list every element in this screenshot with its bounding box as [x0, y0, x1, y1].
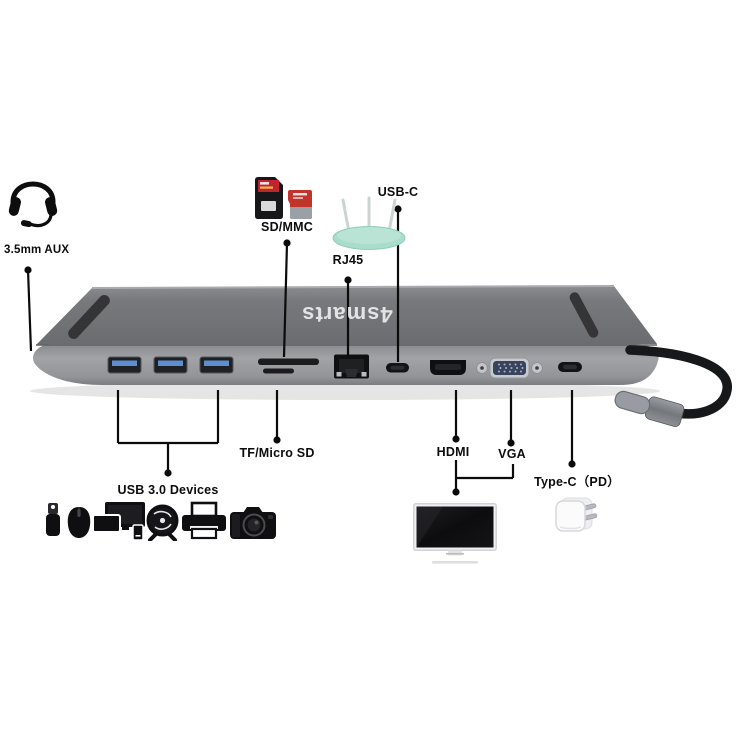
- usb-c-label: USB-C: [377, 185, 419, 199]
- computers-icon: [92, 502, 145, 541]
- port-row: [107, 354, 582, 379]
- sd-card-slot: [258, 358, 319, 365]
- aux-line: [26, 269, 33, 352]
- hdmi-port: [430, 360, 466, 375]
- type-c-pd-label: Type-C（PD）: [534, 475, 620, 489]
- tf-micro-sd-label: TF/Micro SD: [239, 446, 315, 460]
- monitor-icon: [413, 503, 497, 564]
- printer-icon: [182, 501, 226, 540]
- rj45-label: RJ45: [332, 253, 364, 267]
- callout-dots: [24, 205, 576, 496]
- vga-port: [476, 357, 543, 379]
- wifi-router-icon: [332, 196, 406, 250]
- sd-line: [282, 242, 289, 358]
- fan-icon: [146, 504, 179, 541]
- usb-c-cable-connector: [614, 390, 685, 427]
- top-slot-right: [569, 292, 599, 338]
- usb-c-pd-port: [558, 362, 582, 372]
- usb-c-port: [386, 363, 409, 373]
- vga-label: VGA: [498, 447, 526, 461]
- tf-card-slot: [263, 368, 294, 374]
- usb-devices-label: USB 3.0 Devices: [117, 483, 219, 497]
- mouse-icon: [67, 507, 91, 538]
- sd-cards-icon: [255, 177, 312, 219]
- usb-a-port-2: [153, 356, 188, 374]
- usb-devices-bracket: [116, 390, 220, 470]
- usb-flash-drive-icon: [46, 503, 60, 536]
- sd-mmc-label: SD/MMC: [261, 220, 313, 234]
- aux-label: 3.5mm AUX: [4, 244, 70, 256]
- usb-c-cable: [614, 345, 732, 427]
- camera-icon: [230, 507, 276, 539]
- rj45-port: [334, 354, 369, 379]
- usb-a-port-1: [107, 356, 142, 374]
- power-adapter-icon: [555, 497, 598, 532]
- brand-logo: 4smarts: [301, 302, 393, 327]
- usb-a-port-3: [199, 356, 234, 374]
- monitor-bracket: [454, 460, 515, 489]
- hdmi-label: HDMI: [436, 445, 470, 459]
- device-shadow: [30, 382, 660, 400]
- headset-icon: [8, 181, 58, 228]
- top-slot-left: [68, 295, 110, 339]
- callout-lines: [26, 209, 574, 489]
